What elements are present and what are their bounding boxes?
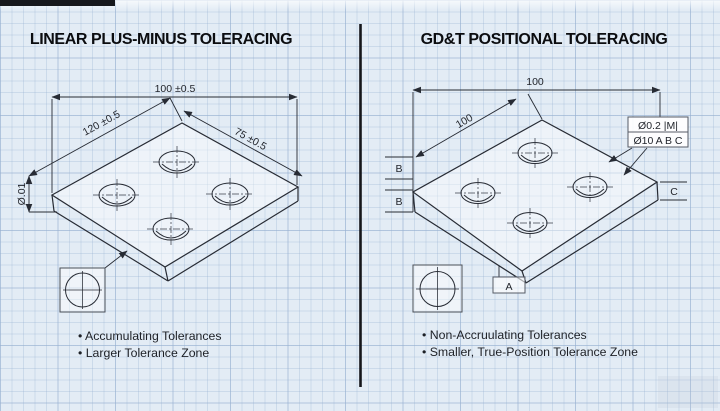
hole bbox=[93, 179, 141, 211]
left-dimension-lines bbox=[25, 93, 303, 213]
dim-length-label: 120 ±0.5 bbox=[81, 108, 123, 138]
datum-b-upper-label: B bbox=[395, 163, 402, 175]
left-detail-view bbox=[59, 250, 128, 313]
datum-a-flag bbox=[492, 266, 526, 294]
watermark-patch bbox=[658, 376, 718, 408]
feature-control-frame bbox=[608, 116, 689, 176]
right-bullet-list: • Non-Accruulating Tolerances • Smaller,… bbox=[422, 327, 638, 360]
dim-width-label: 100 ±0.5 bbox=[155, 83, 196, 95]
left-panel-drawing: 100 ±0.5 120 ±0.5 75 ±0.5 Ø.01 bbox=[16, 83, 303, 313]
datum-c-bracket bbox=[660, 181, 687, 201]
hole bbox=[507, 208, 553, 238]
right-panel-title: GD&T POSITIONAL TOLERACING bbox=[420, 31, 668, 48]
right-dimension-lines bbox=[412, 86, 661, 212]
hole bbox=[567, 172, 613, 202]
datum-c-label: C bbox=[670, 186, 678, 198]
datum-b-brackets bbox=[385, 156, 413, 213]
hole bbox=[206, 178, 254, 210]
hole bbox=[512, 138, 558, 168]
fcf-datum-row: Ø10 A B C bbox=[633, 135, 682, 147]
datum-b-lower-label: B bbox=[395, 196, 402, 208]
right-detail-view bbox=[412, 264, 463, 313]
fcf-tolerance-row: Ø0.2 |M| bbox=[638, 120, 678, 132]
left-bullet-list: • Accumulating Tolerances • Larger Toler… bbox=[78, 328, 222, 361]
bullet-item: • Smaller, True-Position Tolerance Zone bbox=[422, 344, 638, 359]
left-panel-title: LINEAR PLUS-MINUS TOLERACING bbox=[29, 31, 293, 48]
top-left-black-bar bbox=[0, 0, 115, 6]
bullet-item: • Larger Tolerance Zone bbox=[78, 345, 210, 360]
right-plate-isometric bbox=[411, 119, 659, 284]
dim-width-label: 100 bbox=[526, 76, 544, 88]
bullet-item: • Accumulating Tolerances bbox=[78, 329, 222, 343]
bullet-item: • Non-Accruulating Tolerances bbox=[422, 328, 587, 342]
right-panel-drawing: 100 100 Ø0.2 |M| Ø10 A B C B B C A bbox=[385, 76, 689, 313]
hole bbox=[147, 213, 195, 245]
right-plate-holes bbox=[455, 138, 613, 238]
hole bbox=[455, 178, 501, 208]
dim-thickness-label: Ø.01 bbox=[16, 182, 28, 205]
dim-depth-label: 75 ±0.5 bbox=[232, 126, 269, 154]
datum-a-label: A bbox=[505, 281, 512, 293]
dim-length-label: 100 bbox=[454, 112, 475, 131]
